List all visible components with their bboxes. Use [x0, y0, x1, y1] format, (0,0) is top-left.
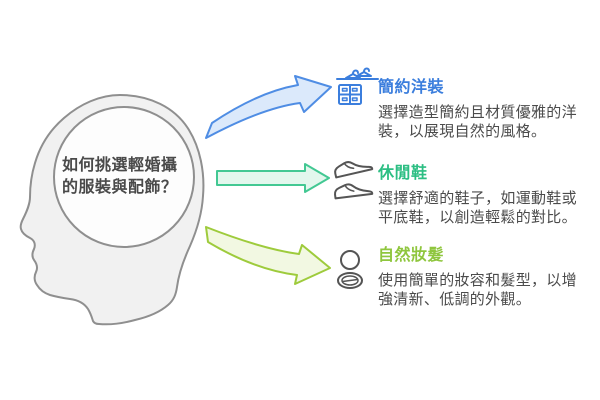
- question-text: 如何挑選輕婚攝的服裝與配飾？: [62, 157, 178, 196]
- item-title-casual-shoes: 休閒鞋: [378, 165, 428, 182]
- item-title-natural-makeup: 自然妝髮: [378, 247, 445, 264]
- item-description-natural-makeup: 使用簡單的妝容和髮型，以增強清新、低調的外觀。: [378, 272, 577, 308]
- casual-shoes-icon: [333, 161, 374, 200]
- item-description-casual-shoes: 選擇舒適的鞋子，如運動鞋或平底鞋，以創造輕鬆的對比。: [378, 190, 577, 226]
- item-description-simple-dress: 選擇造型簡約且材質優雅的洋裝，以展現自然的風格。: [378, 104, 577, 140]
- arrow-to-item-3: [205, 226, 331, 285]
- compact-mirror-icon: [337, 250, 363, 289]
- wardrobe-hangers-icon: [336, 67, 379, 105]
- thought-circle: [53, 106, 195, 248]
- arrow-to-item-1: [205, 75, 332, 139]
- arrow-to-item-2: [216, 163, 330, 193]
- item-title-simple-dress: 簡約洋裝: [378, 79, 445, 96]
